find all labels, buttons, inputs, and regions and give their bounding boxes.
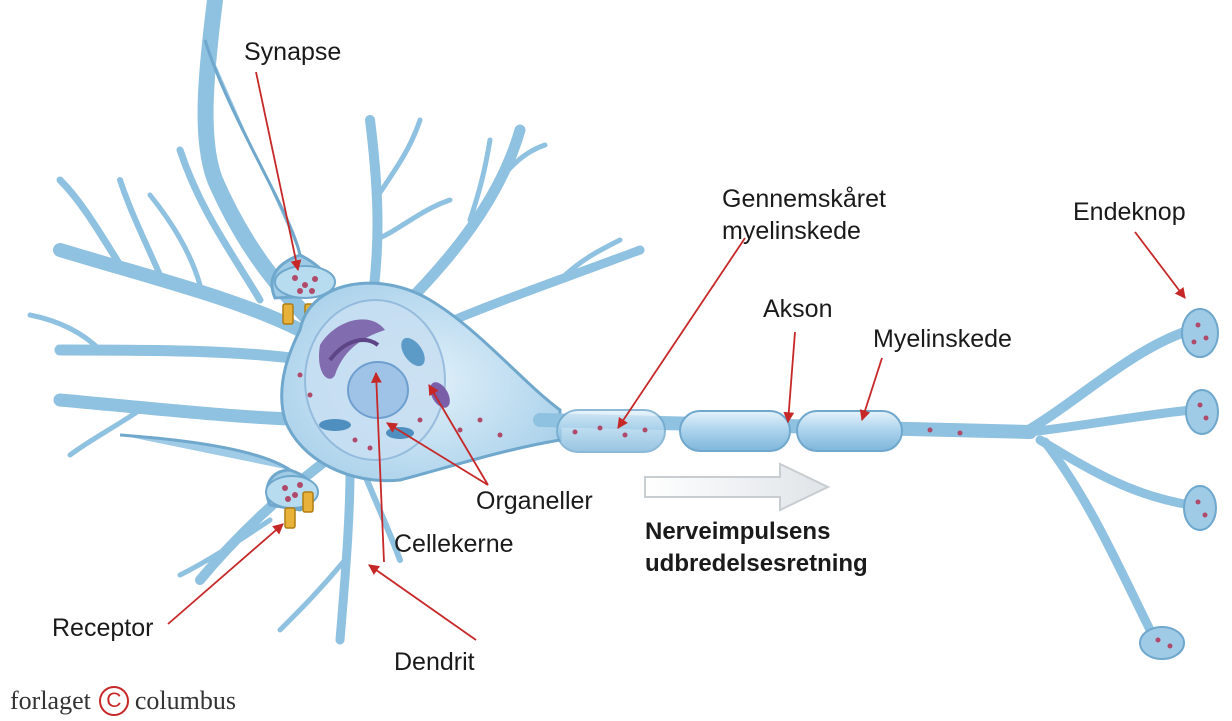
gennemskaaret-label-line1: Gennemskåret — [722, 185, 886, 213]
pointer-arrows — [167, 71, 1186, 641]
publisher-name-left: forlaget — [10, 686, 91, 715]
synapse-label: Synapse — [244, 38, 342, 66]
synapse-pointer-arrow — [255, 71, 302, 272]
myelinskede-label: Myelinskede — [873, 325, 1012, 353]
cellekerne-pointer-arrow — [371, 371, 385, 563]
dendrit-label: Dendrit — [394, 648, 475, 676]
akson-label: Akson — [763, 295, 833, 323]
receptor-label: Receptor — [52, 614, 154, 642]
cell-body — [280, 281, 562, 483]
axon — [533, 409, 1037, 453]
gennemskaaret-label-line2: myelinskede — [722, 217, 861, 245]
copyright-icon: C — [98, 686, 129, 716]
organeller-pointer-arrow-2 — [428, 384, 489, 486]
organeller-pointer-arrow-1 — [386, 422, 489, 486]
myelin-sheath-segments — [556, 409, 903, 453]
dendrit-pointer-arrow — [368, 564, 477, 641]
gennemskaaret-myelinskede-label: Gennemskåret myelinskede — [722, 183, 886, 247]
impulse-label-line2: udbredelsesretning — [645, 550, 868, 577]
endeknop-pointer-arrow — [1134, 231, 1186, 299]
impulse-direction-label: Nerveimpulsens udbredelsesretning — [645, 516, 868, 580]
organeller-label: Organeller — [476, 487, 593, 515]
publisher-name-right: columbus — [134, 686, 236, 715]
endeknop-label: Endeknop — [1073, 198, 1186, 226]
impulse-label-line1: Nerveimpulsens — [645, 518, 831, 545]
cellekerne-label: Cellekerne — [394, 530, 514, 558]
publisher-logo: forlaget C columbus — [10, 684, 236, 718]
myelinskede-pointer-arrow — [859, 357, 883, 422]
axon-terminals — [1020, 325, 1197, 645]
end-knobs — [1139, 308, 1219, 660]
akson-pointer-arrow — [783, 331, 796, 424]
gennemskaaret-pointer-arrow — [617, 237, 746, 429]
impulse-direction-arrow — [644, 462, 831, 512]
receptor-pointer-arrow — [167, 523, 284, 625]
